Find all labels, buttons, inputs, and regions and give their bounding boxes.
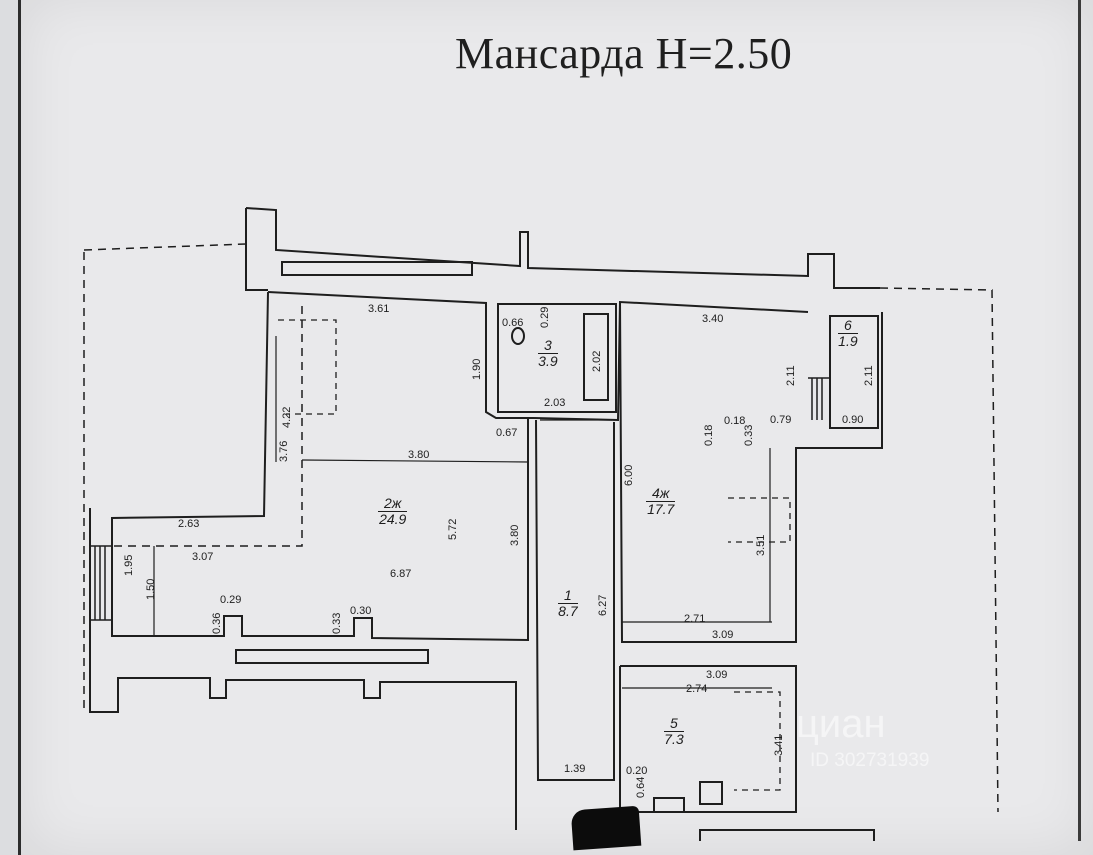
dim-label: 0.18 [703, 424, 715, 446]
dim-label: 0.67 [496, 427, 518, 439]
room-4-walls [619, 301, 883, 643]
dim-label: 2.11 [785, 365, 797, 386]
drawing-sheet [18, 0, 1093, 855]
stair-room-6 [808, 377, 830, 420]
vent-duct-bottom [699, 829, 875, 841]
terrace-outline-right [879, 287, 999, 813]
room-1-walls [515, 419, 615, 830]
dimension-lines [153, 336, 772, 689]
toilet [511, 327, 525, 345]
dim-label: 2.03 [544, 397, 566, 409]
dim-label: 0.79 [770, 414, 792, 426]
dim-label: 1.90 [471, 358, 483, 380]
furniture-zones [278, 319, 791, 791]
dim-label: 1.39 [564, 763, 586, 775]
dim-label: 2.74 [686, 683, 708, 695]
dim-label: 4.22 [281, 406, 293, 428]
watermark-id: ID 302731939 [810, 750, 930, 771]
room-6-box [829, 315, 879, 429]
dim-label: 2.71 [684, 613, 706, 625]
dim-label: 3.41 [773, 734, 785, 756]
dim-label: 2.02 [591, 350, 603, 372]
dim-label: 0.36 [211, 612, 223, 634]
sink [653, 797, 685, 813]
room-3-walls [497, 303, 617, 413]
dim-label: 6.00 [623, 464, 635, 486]
dim-label: 3.09 [712, 629, 734, 641]
dim-label: 3.76 [278, 440, 290, 462]
dim-label: 6.27 [597, 594, 609, 616]
dim-label: 1.50 [145, 578, 157, 600]
stair-left [90, 545, 112, 621]
dim-label: 3.61 [368, 303, 390, 315]
dim-label: 0.20 [626, 765, 648, 777]
dim-label: 0.90 [842, 414, 864, 426]
dim-label: 3.40 [702, 313, 724, 325]
vent-duct-north [281, 261, 473, 276]
dim-label: 0.33 [743, 424, 755, 446]
finger-shadow [570, 805, 642, 851]
dim-label: 3.07 [192, 551, 214, 563]
dim-label: 5.72 [447, 518, 459, 540]
dim-label: 3.80 [509, 524, 521, 546]
drawing-title: Мансарда H=2.50 [455, 29, 793, 78]
dim-label: 1.95 [123, 554, 135, 576]
room-2-walls [89, 291, 529, 806]
boiler [699, 781, 723, 805]
north-wall [245, 207, 880, 422]
room-2-inner-zone [112, 306, 303, 547]
dim-label: 6.87 [390, 568, 412, 580]
dim-label: 0.18 [724, 415, 746, 427]
terrace-outline-left [83, 243, 247, 712]
dim-label: 0.66 [502, 317, 524, 329]
watermark-brand: циан [796, 702, 886, 746]
dim-label: 0.33 [331, 612, 343, 634]
frame-border-right [1078, 0, 1081, 841]
dim-label: 2.63 [178, 518, 200, 530]
dim-label: 0.30 [350, 605, 372, 617]
dim-label: 0.64 [635, 776, 647, 798]
dim-label: 3.80 [408, 449, 430, 461]
dim-label: 3.51 [755, 534, 767, 556]
dim-label: 2.11 [863, 365, 875, 386]
bathtub [583, 313, 609, 401]
dim-label: 0.29 [539, 306, 551, 328]
room-5-walls [619, 665, 875, 841]
dim-label: 3.09 [706, 669, 728, 681]
vent-duct-south [235, 649, 429, 664]
dim-label: 0.29 [220, 594, 242, 606]
